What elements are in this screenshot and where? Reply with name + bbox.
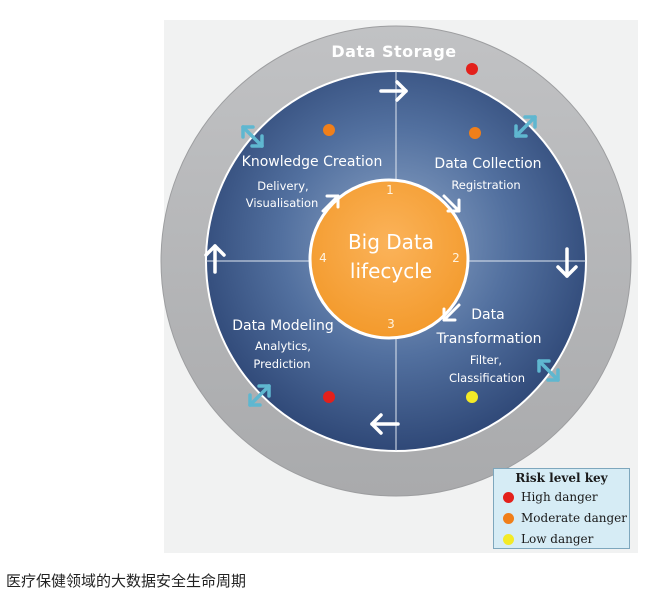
risk-dot-moderate <box>469 127 481 139</box>
knowledge-creation-sub1: Delivery, <box>257 179 308 193</box>
arrow-right-icon <box>379 80 408 102</box>
data-modeling-sub2: Prediction <box>253 357 310 371</box>
data-storage-label: Data Storage <box>331 42 456 61</box>
red-dot-icon <box>503 491 514 503</box>
legend-label-moderate: Moderate danger <box>521 511 628 525</box>
step-number-4: 4 <box>319 251 327 265</box>
yellow-dot-icon <box>503 533 514 545</box>
double-arrow-nw-icon <box>241 125 264 148</box>
center-circle <box>308 178 470 340</box>
legend-label-low: Low danger <box>521 532 594 546</box>
center-title-line2: lifecycle <box>350 259 432 283</box>
risk-dot-moderate <box>323 124 335 136</box>
arrow-into-transformation-icon <box>442 303 461 322</box>
data-collection-title: Data Collection <box>434 156 541 172</box>
double-arrow-sw-icon <box>248 384 271 407</box>
legend-item-low: Low danger <box>503 531 593 547</box>
data-collection-sub1: Registration <box>451 178 520 192</box>
data-transformation-sub2: Classification <box>449 371 525 385</box>
data-transformation-title1: Data <box>471 307 504 323</box>
legend-item-moderate: Moderate danger <box>503 510 627 526</box>
arrow-down-icon <box>556 247 578 278</box>
double-arrow-se-icon <box>537 359 560 382</box>
center-title-line1: Big Data <box>348 230 434 254</box>
risk-dot-low <box>466 391 478 403</box>
arrow-up-icon <box>204 244 226 274</box>
arrow-into-collection-icon <box>442 194 461 213</box>
legend-item-high: High danger <box>503 489 598 505</box>
double-arrow-ne-icon <box>514 115 537 138</box>
orange-dot-icon <box>503 512 514 524</box>
step-number-1: 1 <box>386 183 394 197</box>
data-transformation-title2: Transformation <box>435 331 541 347</box>
knowledge-creation-title: Knowledge Creation <box>242 154 383 170</box>
risk-dot-high <box>466 63 478 75</box>
data-modeling-title: Data Modeling <box>232 318 334 334</box>
figure-caption: 医疗保健领域的大数据安全生命周期 <box>6 572 247 590</box>
legend-label-high: High danger <box>521 490 598 504</box>
data-transformation-sub1: Filter, <box>470 353 502 367</box>
risk-level-legend: Risk level key High danger Moderate dang… <box>493 468 630 549</box>
arrow-left-icon <box>370 413 400 435</box>
knowledge-creation-sub2: Visualisation <box>246 196 319 210</box>
step-number-3: 3 <box>387 317 395 331</box>
arrow-into-knowledge-icon <box>321 194 340 213</box>
legend-title: Risk level key <box>515 471 608 485</box>
risk-dot-high <box>323 391 335 403</box>
step-number-2: 2 <box>452 251 460 265</box>
data-modeling-sub1: Analytics, <box>255 339 311 353</box>
